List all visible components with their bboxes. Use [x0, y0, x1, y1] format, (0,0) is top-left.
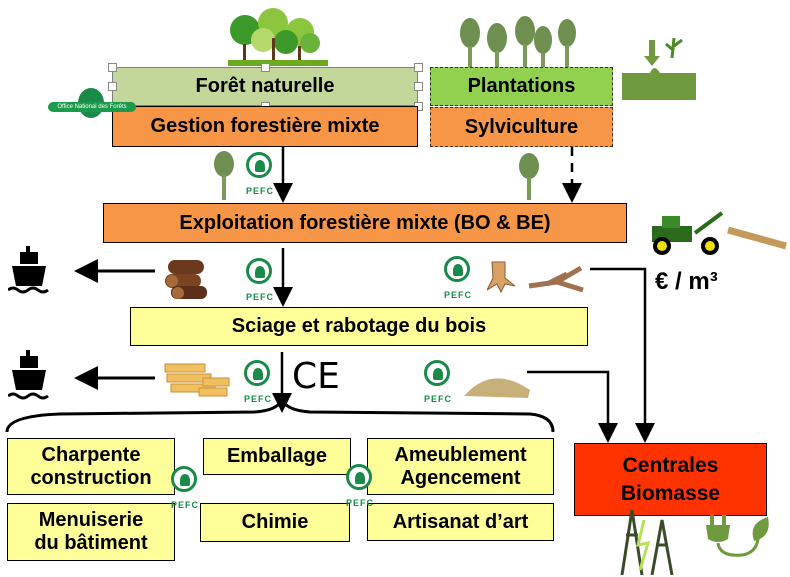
onf-logo: Office National des Forêts — [48, 88, 140, 118]
framing-label: Charpente — [41, 443, 141, 466]
chemistry-box: Chimie — [200, 503, 350, 542]
plantation-trees-icon — [460, 16, 576, 75]
resize-handle[interactable] — [108, 63, 117, 72]
chemistry-label: Chimie — [241, 511, 309, 533]
stump-and-branch-icon — [487, 261, 584, 294]
pefc-logo: PEFC — [242, 258, 278, 302]
furniture-label: Ameublement — [394, 443, 527, 466]
resize-handle[interactable] — [414, 63, 423, 72]
green-plug-icon — [706, 515, 769, 557]
natural-forest-trees-icon — [228, 8, 328, 66]
pefc-logo: PEFC — [240, 360, 276, 404]
sawing-planing-label: Sciage et rabotage du bois — [231, 315, 487, 337]
framing-construction-box: Charpente construction — [7, 438, 175, 495]
natural-forest-box[interactable]: Forêt naturelle — [112, 67, 418, 106]
ship-icon — [8, 246, 49, 294]
resize-handle[interactable] — [108, 82, 117, 91]
mixed-forest-harvesting-box: Exploitation forestière mixte (BO & BE) — [103, 203, 627, 243]
packaging-label: Emballage — [226, 445, 328, 467]
plantations-box: Plantations — [430, 67, 613, 106]
joinery-label: Menuiserie — [38, 509, 144, 531]
art-craft-label: Artisanat d’art — [392, 510, 529, 533]
pefc-logo: PEFC — [440, 256, 476, 300]
products-brace — [5, 397, 555, 433]
plantations-label: Plantations — [467, 75, 576, 97]
planting-seedling-icon — [622, 38, 696, 100]
price-per-cubic-meter: € / m³ — [655, 268, 718, 295]
arrow-residues-to-biomass — [590, 267, 655, 443]
power-plants-label: Centrales — [622, 453, 719, 477]
logs-icon — [165, 260, 207, 299]
construction-label: construction — [30, 466, 152, 489]
pefc-logo: PEFC — [242, 152, 278, 196]
arrow-sawdust-to-biomass — [527, 370, 618, 443]
power-pylons-icon — [620, 509, 674, 575]
sawdust-pile-icon — [464, 378, 530, 398]
tree-icon — [214, 151, 234, 200]
pefc-logo: PEFC — [420, 360, 456, 404]
furniture-fitting-box: Ameublement Agencement — [367, 438, 554, 495]
silviculture-box: Sylviculture — [430, 107, 613, 147]
mixed-forest-harvesting-label: Exploitation forestière mixte (BO & BE) — [179, 211, 551, 234]
resize-handle[interactable] — [414, 82, 423, 91]
packaging-box: Emballage — [203, 438, 351, 475]
building-joinery-box: Menuiserie du bâtiment — [7, 503, 175, 561]
silviculture-label: Sylviculture — [464, 115, 579, 138]
ce-mark: CE — [292, 356, 340, 397]
natural-forest-label: Forêt naturelle — [195, 75, 335, 97]
tree-icon — [519, 153, 539, 200]
biomass-plants-box: Centrales Biomasse — [574, 443, 767, 516]
mixed-forest-management-box: Gestion forestière mixte — [112, 106, 418, 147]
pefc-logo: PEFC — [342, 464, 378, 508]
mixed-forest-management-label: Gestion forestière mixte — [150, 115, 380, 137]
onf-logo-text: Office National des Forêts — [48, 102, 136, 112]
forestry-machine-icon — [652, 211, 787, 255]
art-craft-box: Artisanat d’art — [367, 503, 554, 541]
pefc-logo: PEFC — [167, 466, 203, 510]
biomass-label: Biomasse — [620, 481, 721, 505]
building-label: du bâtiment — [34, 532, 148, 554]
fitting-label: Agencement — [400, 466, 521, 489]
lumber-planks-icon — [164, 363, 230, 397]
sawing-planing-box: Sciage et rabotage du bois — [130, 307, 588, 346]
ship-icon — [8, 350, 49, 400]
resize-handle[interactable] — [261, 63, 270, 72]
